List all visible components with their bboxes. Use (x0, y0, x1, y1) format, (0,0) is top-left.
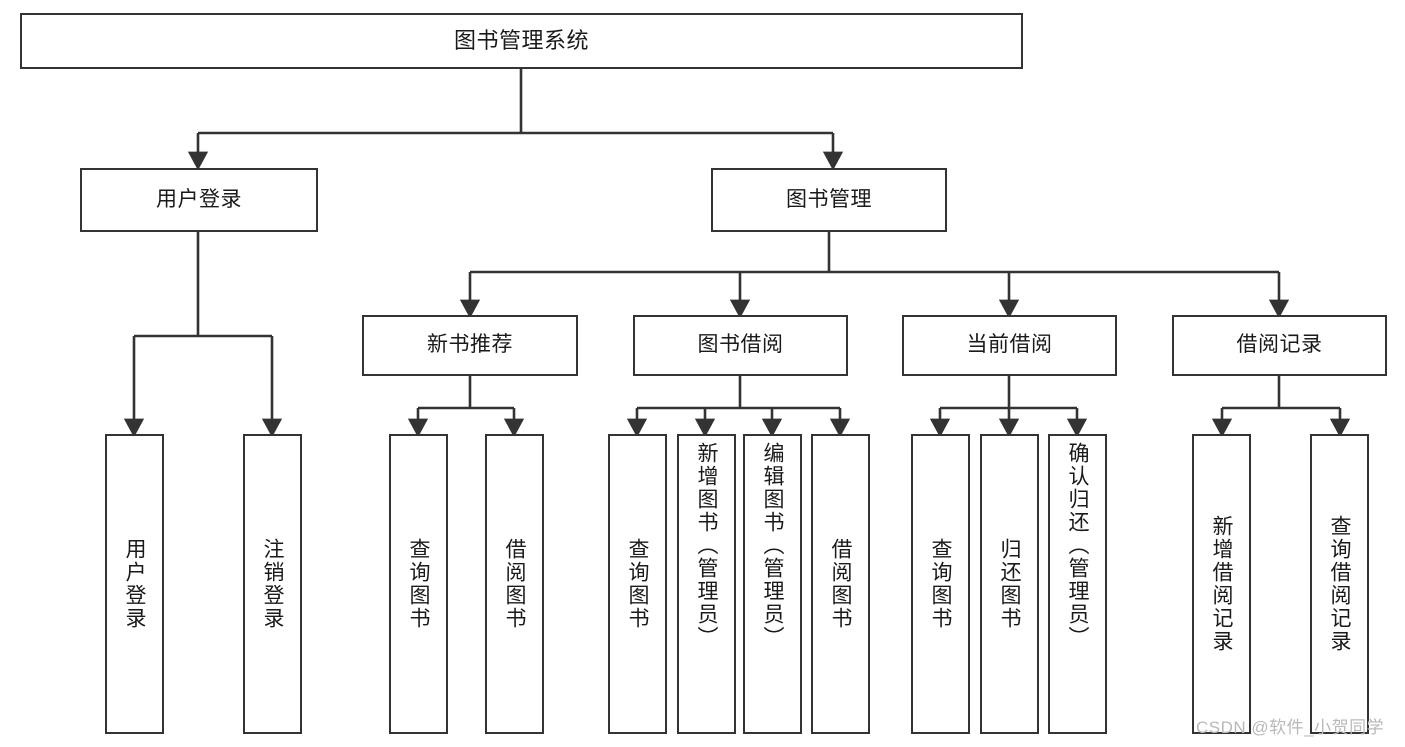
leaf-borrow-record-query-label: 查询借阅记录 (1328, 515, 1351, 653)
node-user-login[interactable]: 用户登录 (80, 168, 318, 232)
leaf-new-book-query[interactable]: 查询图书 (389, 434, 448, 734)
leaf-user-login-login-label: 用户登录 (123, 538, 146, 630)
node-book-management-label: 图书管理 (786, 187, 872, 211)
leaf-borrow-record-query[interactable]: 查询借阅记录 (1310, 434, 1369, 734)
leaf-book-borrow-add-label: 新增图书（管理员） (695, 442, 718, 649)
leaf-book-borrow-add[interactable]: 新增图书（管理员） (677, 434, 736, 734)
csdn-watermark: CSDN @软件_小贺同学 (1196, 718, 1385, 737)
leaf-new-book-query-label: 查询图书 (407, 538, 430, 630)
leaf-current-borrow-return[interactable]: 归还图书 (980, 434, 1039, 734)
leaf-borrow-record-add[interactable]: 新增借阅记录 (1192, 434, 1251, 734)
leaf-user-login-login[interactable]: 用户登录 (105, 434, 164, 734)
leaf-current-borrow-confirm-label: 确认归还（管理员） (1066, 442, 1089, 649)
leaf-current-borrow-query[interactable]: 查询图书 (911, 434, 970, 734)
node-current-borrow[interactable]: 当前借阅 (902, 315, 1117, 376)
node-borrow-record[interactable]: 借阅记录 (1172, 315, 1387, 376)
leaf-user-login-logout[interactable]: 注销登录 (243, 434, 302, 734)
leaf-book-borrow-query-label: 查询图书 (626, 538, 649, 630)
node-user-login-label: 用户登录 (156, 187, 242, 211)
leaf-current-borrow-confirm[interactable]: 确认归还（管理员） (1048, 434, 1107, 734)
leaf-user-login-logout-label: 注销登录 (261, 538, 284, 630)
node-root-label: 图书管理系统 (453, 28, 589, 54)
node-root[interactable]: 图书管理系统 (20, 13, 1023, 69)
leaf-book-borrow-edit[interactable]: 编辑图书（管理员） (743, 434, 802, 734)
node-new-book-recommend[interactable]: 新书推荐 (362, 315, 578, 376)
leaf-borrow-record-add-label: 新增借阅记录 (1210, 515, 1233, 653)
leaf-book-borrow-borrow[interactable]: 借阅图书 (811, 434, 870, 734)
leaf-new-book-borrow-label: 借阅图书 (503, 538, 526, 630)
leaf-book-borrow-query[interactable]: 查询图书 (608, 434, 667, 734)
node-borrow-record-label: 借阅记录 (1236, 333, 1323, 357)
leaf-new-book-borrow[interactable]: 借阅图书 (485, 434, 544, 734)
leaf-current-borrow-return-label: 归还图书 (998, 538, 1021, 630)
leaf-current-borrow-query-label: 查询图书 (929, 538, 952, 630)
node-new-book-recommend-label: 新书推荐 (427, 333, 513, 357)
leaf-book-borrow-edit-label: 编辑图书（管理员） (761, 442, 784, 649)
node-book-borrow-label: 图书借阅 (697, 333, 784, 357)
node-book-management[interactable]: 图书管理 (711, 168, 947, 232)
node-current-borrow-label: 当前借阅 (966, 333, 1053, 357)
leaf-book-borrow-borrow-label: 借阅图书 (829, 538, 852, 630)
node-book-borrow[interactable]: 图书借阅 (633, 315, 848, 376)
